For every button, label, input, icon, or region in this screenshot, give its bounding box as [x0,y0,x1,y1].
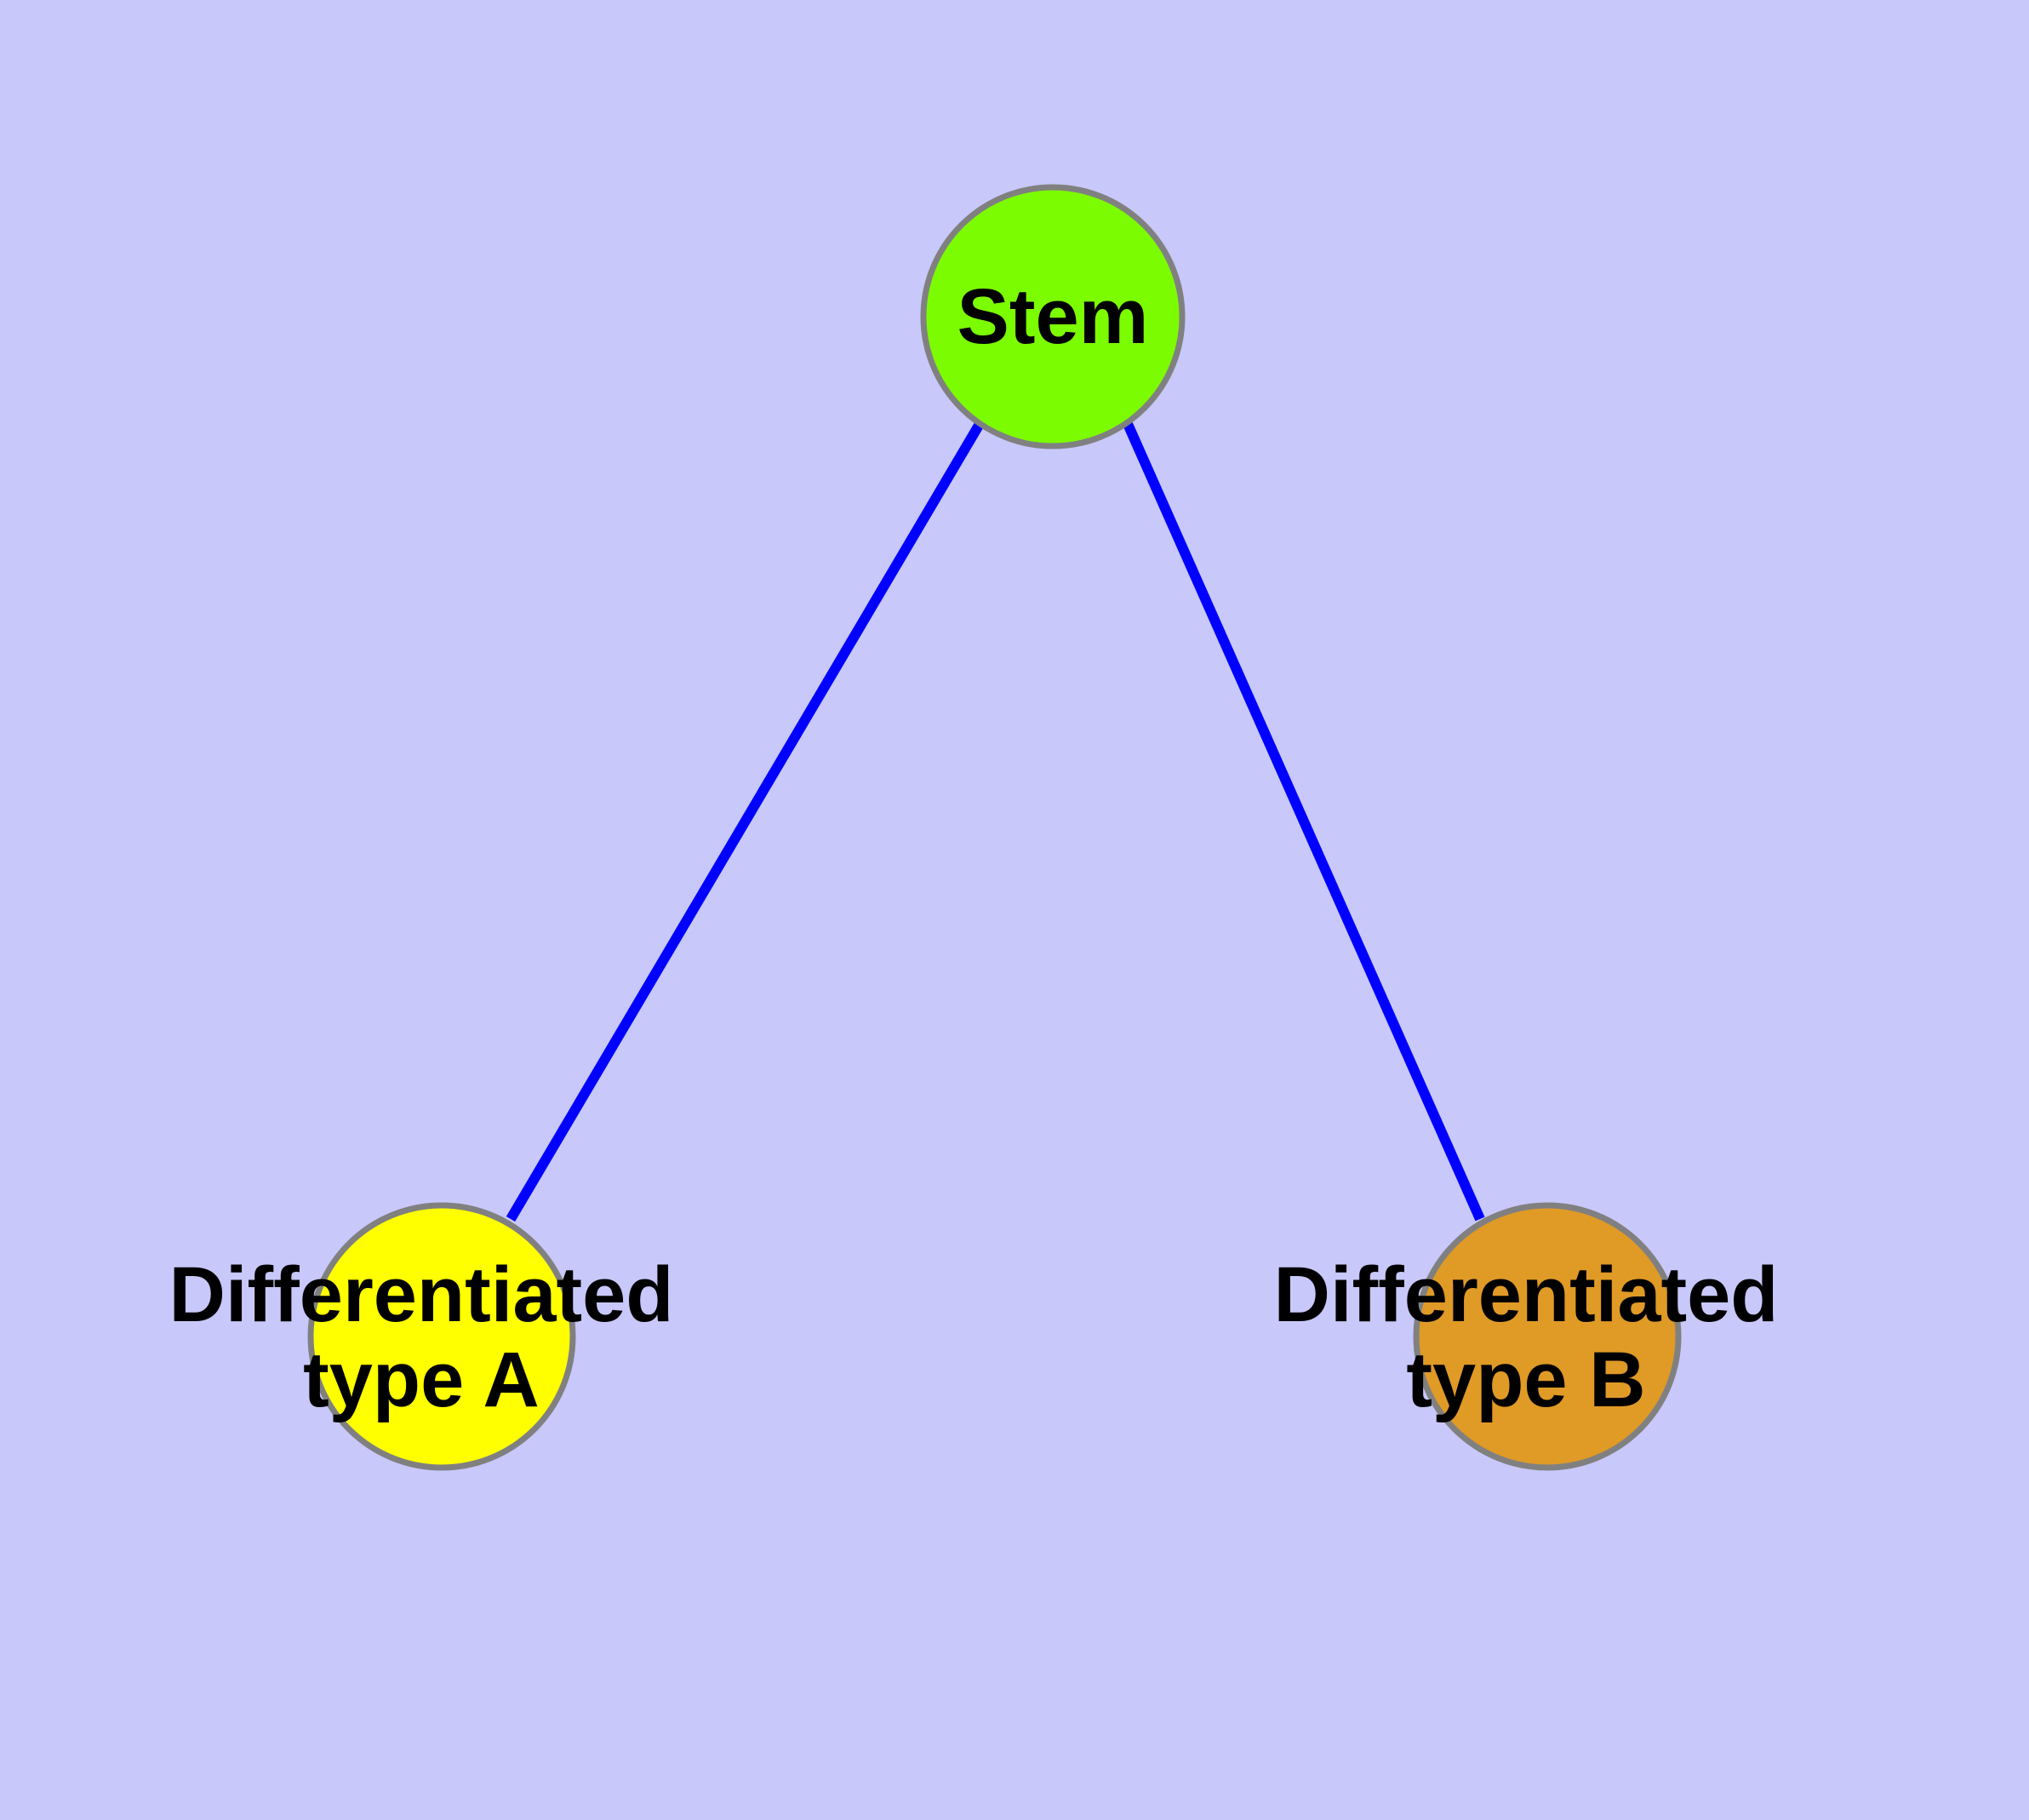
nodes-layer [307,184,1682,1471]
graph-node-label-stem: Stem [957,273,1149,360]
graph-edge-stem-to-diff_a [506,421,985,1222]
graph-node-stem[interactable] [920,184,1186,449]
graph-edge-stem-to-diff_b [1123,421,1485,1222]
graph-node-diff_b[interactable] [1413,1202,1682,1471]
graph-node-label-line: Differentiated [169,1251,674,1338]
graph-node-label-line: type A [303,1336,540,1423]
edges-layer [506,421,1485,1222]
graph-node-label-line: Stem [957,273,1149,360]
graph-node-label-line: Differentiated [1274,1251,1779,1338]
graph-node-diff_a[interactable] [307,1202,576,1471]
graph-node-label-line: type B [1406,1336,1645,1423]
